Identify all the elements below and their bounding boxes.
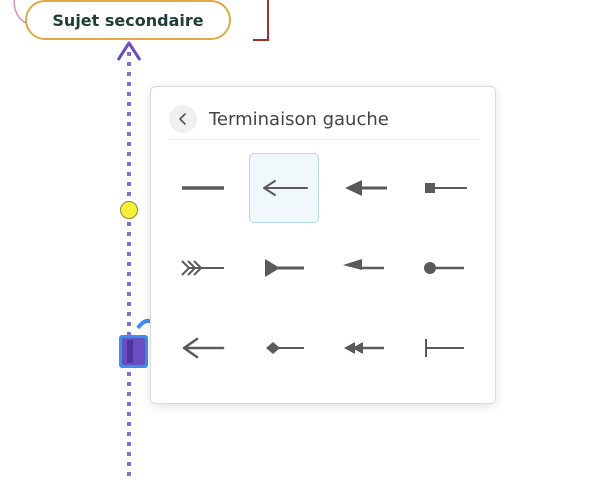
connector-arrowhead xyxy=(116,41,142,61)
end-style-option[interactable] xyxy=(329,153,399,223)
panel-title: Terminaison gauche xyxy=(209,108,389,130)
back-button[interactable] xyxy=(169,105,197,133)
end-style-option[interactable] xyxy=(169,313,239,383)
end-style-option[interactable] xyxy=(409,153,479,223)
end-style-option[interactable] xyxy=(249,233,319,303)
chevron-left-icon xyxy=(179,113,186,125)
secondary-topic-node[interactable]: Sujet secondaire xyxy=(25,0,231,40)
end-style-option[interactable] xyxy=(249,313,319,383)
panel-header: Terminaison gauche xyxy=(169,99,477,140)
parent-topic-corner xyxy=(253,0,269,41)
line-diamond-end-icon xyxy=(266,342,304,354)
arrow-open-icon xyxy=(182,337,225,359)
line-reverse-triangle-icon xyxy=(265,259,304,277)
arrow-double-head-icon xyxy=(344,342,384,354)
arrow-filled-triangle-icon xyxy=(345,180,387,196)
connector-end-handle[interactable] xyxy=(119,318,153,368)
end-style-panel: Terminaison gauche xyxy=(150,86,496,404)
end-style-option[interactable] xyxy=(409,313,479,383)
topic-label: Sujet secondaire xyxy=(52,10,204,30)
end-style-grid xyxy=(169,153,479,393)
arrow-fletching-icon xyxy=(181,260,224,276)
line-bar-end-icon xyxy=(425,339,464,357)
end-style-option[interactable] xyxy=(249,153,319,223)
arrow-half-head-icon xyxy=(343,259,384,270)
line-square-end-icon xyxy=(425,183,467,193)
end-style-option[interactable] xyxy=(169,233,239,303)
end-style-option[interactable] xyxy=(329,233,399,303)
end-style-option[interactable] xyxy=(169,153,239,223)
end-style-option[interactable] xyxy=(409,233,479,303)
line-plain-icon xyxy=(182,186,224,190)
arrow-thin-open-icon xyxy=(263,180,308,196)
end-style-option[interactable] xyxy=(329,313,399,383)
line-circle-end-icon xyxy=(424,262,464,274)
connector-midpoint-handle[interactable] xyxy=(120,201,138,219)
